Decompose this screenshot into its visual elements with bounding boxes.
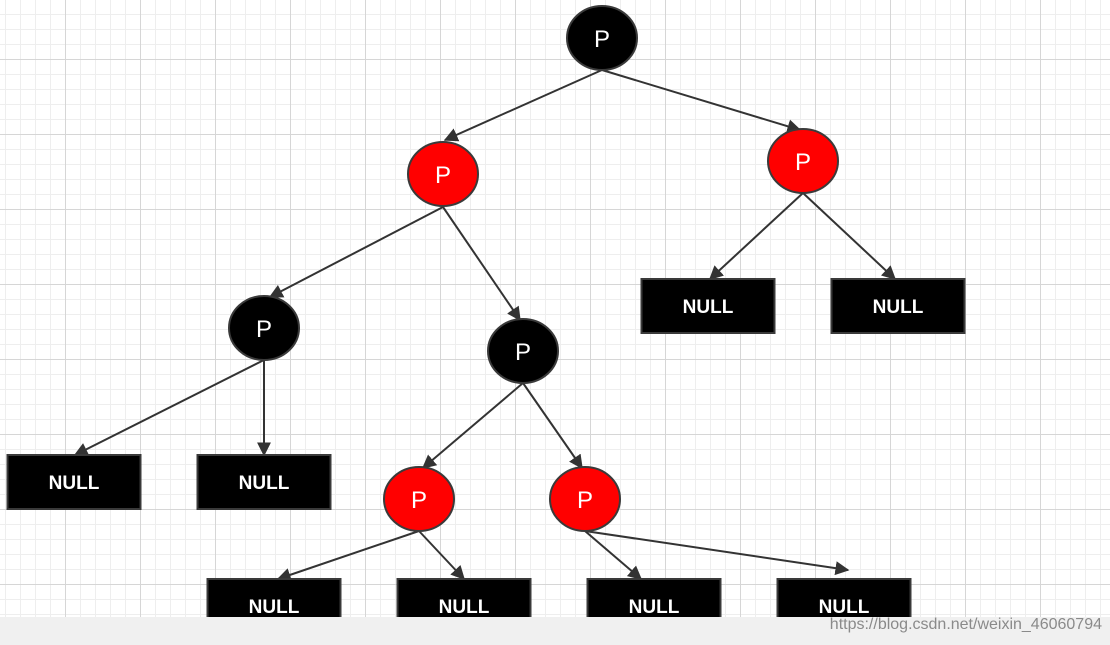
red-node-circle [549, 466, 621, 532]
null-label: NULL [239, 473, 290, 494]
edge-n3-nil1 [708, 192, 804, 280]
null-label: NULL [819, 597, 870, 618]
edge-n2-n4 [268, 206, 444, 298]
red-node-circle [383, 466, 455, 532]
null-label: NULL [629, 597, 680, 618]
null-leaf-nil4: NULL [196, 454, 332, 510]
node-label: P [594, 26, 610, 53]
black-node-circle [487, 318, 559, 384]
edge-n7-nil7 [584, 530, 643, 580]
node-label: P [515, 339, 531, 366]
node-label: P [435, 162, 451, 189]
tree-node-n5-black: P [487, 318, 559, 384]
null-label: NULL [49, 473, 100, 494]
tree-node-n3-red: P [767, 128, 839, 194]
edges [73, 69, 897, 582]
edge-n5-n6 [421, 382, 524, 469]
null-label: NULL [683, 297, 734, 318]
tree-node-n2-red: P [407, 141, 479, 207]
watermark-text: https://blog.csdn.net/weixin_46060794 [829, 616, 1102, 633]
null-leaf-nil3: NULL [6, 454, 142, 510]
edge-n6-nil5 [276, 530, 420, 582]
node-label: P [577, 487, 593, 514]
null-label: NULL [439, 597, 490, 618]
tree-node-n7-red: P [549, 466, 621, 532]
red-node-circle [767, 128, 839, 194]
null-label: NULL [873, 297, 924, 318]
edge-n7-nil8 [584, 530, 850, 576]
null-leaf-nil2: NULL [830, 278, 966, 334]
black-node-circle [228, 295, 300, 361]
node-label: P [795, 149, 811, 176]
edge-n2-n5 [442, 206, 521, 322]
nodes: P P P P P P P NULL NULL NULL NULL NULL NULL NULL NULL [6, 5, 966, 634]
null-box [830, 278, 966, 334]
red-node-circle [407, 141, 479, 207]
black-node-circle [566, 5, 638, 71]
null-leaf-nil1: NULL [640, 278, 776, 334]
edge-n3-nil2 [802, 192, 897, 280]
edge-n6-nil6 [418, 530, 465, 581]
tree-node-n1-black: P [566, 5, 638, 71]
null-box [6, 454, 142, 510]
node-label: P [411, 487, 427, 514]
edge-n4-nil3 [73, 359, 265, 456]
null-label: NULL [249, 597, 300, 618]
null-box [640, 278, 776, 334]
edge-n1-n2 [443, 69, 603, 142]
null-box [196, 454, 332, 510]
node-label: P [256, 316, 272, 343]
tree-node-n4-black: P [228, 295, 300, 361]
edge-n1-n3 [601, 69, 802, 134]
footer-band [0, 617, 1110, 645]
edge-n5-n7 [522, 382, 583, 470]
tree-node-n6-red: P [383, 466, 455, 532]
